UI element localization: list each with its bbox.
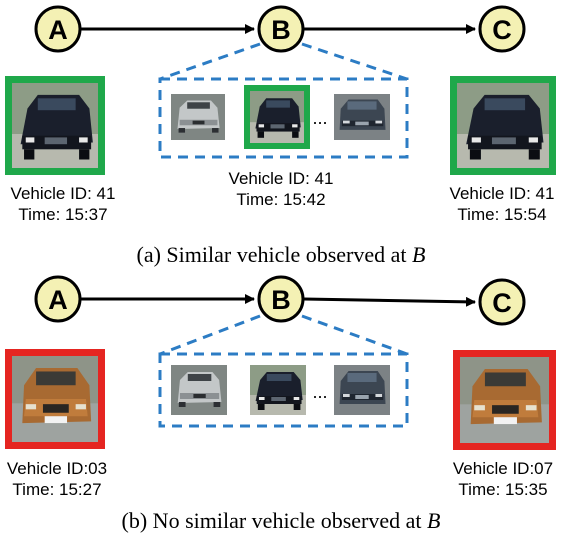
node-a: A — [34, 275, 82, 323]
node-b-label: B — [271, 285, 291, 315]
node-c: C — [478, 278, 526, 326]
candidate-ellipsis: ... — [312, 382, 327, 402]
node-a-label: A — [48, 285, 68, 315]
expansion-line-right — [301, 42, 408, 81]
node-a: A — [34, 5, 82, 53]
caption-a-text: (a) Similar vehicle observed at — [137, 242, 413, 267]
node-c-label: C — [492, 15, 512, 45]
left-vehicle-image — [12, 356, 98, 442]
candidate-image — [250, 91, 304, 143]
node-a-label: A — [48, 15, 68, 45]
candidate-image — [250, 365, 306, 415]
middle-vehicle-time: Time: 15:42 — [236, 190, 325, 209]
right-vehicle-image — [460, 357, 549, 443]
candidate-image — [334, 94, 390, 140]
node-b: B — [257, 275, 305, 323]
left-vehicle-time: Time: 15:27 — [12, 480, 101, 499]
right-vehicle-time: Time: 15:35 — [458, 480, 547, 499]
caption-a: (a) Similar vehicle observed at B — [137, 242, 426, 267]
caption-b-text: (b) No similar vehicle observed at — [122, 508, 427, 533]
candidate-image — [171, 94, 225, 140]
caption-b: (b) No similar vehicle observed at B — [122, 508, 441, 533]
left-vehicle-image — [12, 83, 98, 168]
right-vehicle-id: Vehicle ID: 41 — [450, 184, 555, 203]
node-c: C — [478, 5, 526, 53]
expansion-line-right — [301, 314, 408, 356]
right-vehicle-id: Vehicle ID:07 — [453, 459, 553, 478]
node-b-label: B — [271, 15, 291, 45]
panel-a: A B C ... Vehicle ID: 41 T — [5, 5, 556, 267]
left-vehicle-id: Vehicle ID:03 — [7, 459, 107, 478]
candidate-image — [334, 365, 390, 415]
left-vehicle-id: Vehicle ID: 41 — [11, 184, 116, 203]
left-vehicle-time: Time: 15:37 — [18, 205, 107, 224]
panel-b: A B C ... Vehicle ID:03 Time: 15:27 — [5, 275, 556, 533]
candidate-group-box — [158, 77, 409, 159]
node-c-label: C — [492, 288, 512, 318]
middle-vehicle-id: Vehicle ID: 41 — [229, 169, 334, 188]
candidate-ellipsis: ... — [312, 108, 327, 128]
edge-b-c — [303, 296, 476, 307]
expansion-line-left — [159, 314, 261, 356]
candidate-group-box — [158, 352, 409, 428]
candidate-image — [171, 365, 227, 415]
right-vehicle-time: Time: 15:54 — [457, 205, 546, 224]
caption-b-var: B — [427, 508, 440, 533]
expansion-line-left — [159, 42, 261, 81]
caption-a-var: B — [412, 242, 425, 267]
right-vehicle-image — [457, 83, 549, 168]
node-b: B — [257, 5, 305, 53]
